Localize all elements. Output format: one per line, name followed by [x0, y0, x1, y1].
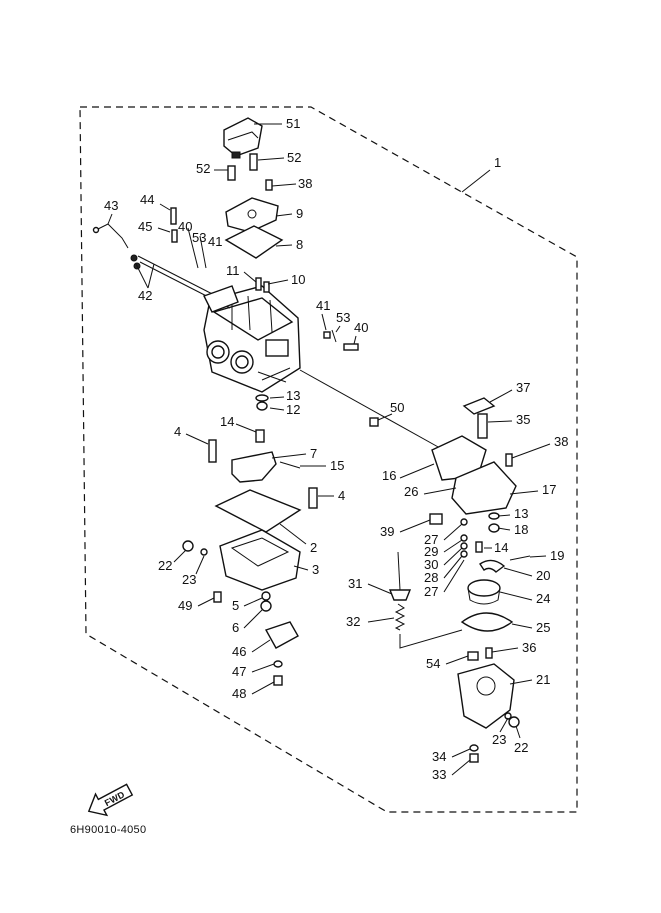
- callout: 51: [286, 116, 300, 131]
- pump-body: [451, 461, 517, 515]
- callout: 23: [182, 572, 196, 587]
- gasket: [224, 225, 284, 259]
- callout: 22: [158, 558, 172, 573]
- callout: 45: [138, 219, 152, 234]
- callout: 25: [536, 620, 550, 635]
- forward-direction-arrow: FWD: [87, 783, 134, 817]
- callout: 50: [390, 400, 404, 415]
- callout: 16: [382, 468, 396, 483]
- pump-cover: [457, 663, 515, 729]
- callout: 35: [516, 412, 530, 427]
- float: [231, 451, 277, 483]
- callout: 18: [514, 522, 528, 537]
- clip: [130, 254, 138, 262]
- callout: 29: [424, 544, 438, 559]
- callout: 53: [192, 230, 206, 245]
- callout: 44: [140, 192, 154, 207]
- pump-bracket: [462, 397, 496, 415]
- callout: 7: [310, 446, 317, 461]
- callout: 14: [494, 540, 508, 555]
- callout: 13: [286, 388, 300, 403]
- callout: 28: [424, 570, 438, 585]
- callout: 2: [310, 540, 317, 555]
- callout: 4: [338, 488, 345, 503]
- callout: 27: [424, 532, 438, 547]
- callout: 9: [296, 206, 303, 221]
- callout: 24: [536, 591, 550, 606]
- callout: 39: [380, 524, 394, 539]
- callout: 54: [426, 656, 440, 671]
- float-chamber-gasket: [214, 489, 302, 533]
- throttle-shaft: [137, 227, 239, 313]
- link-rod: [95, 223, 129, 249]
- callout: 22: [514, 740, 528, 755]
- callout: 15: [330, 458, 344, 473]
- callout: 1: [494, 155, 501, 170]
- callout: 13: [514, 506, 528, 521]
- callout: 37: [516, 380, 530, 395]
- callout: 49: [178, 598, 192, 613]
- callout: 17: [542, 482, 556, 497]
- callout: 30: [424, 557, 438, 572]
- callout: 52: [287, 150, 301, 165]
- callout: 23: [492, 732, 506, 747]
- callout: 52: [196, 161, 210, 176]
- callout: 8: [296, 237, 303, 252]
- callout: 40: [178, 219, 192, 234]
- spring: [394, 603, 406, 631]
- callout-labels: 51 52 52 38 9 8 10 11 1 43 44 45 40 53 4…: [104, 116, 568, 782]
- callout: 12: [286, 402, 300, 417]
- callout: 42: [138, 288, 152, 303]
- callout: 40: [354, 320, 368, 335]
- callout: 14: [220, 414, 234, 429]
- callout: 32: [346, 614, 360, 629]
- callout: 5: [232, 598, 239, 613]
- callout: 36: [522, 640, 536, 655]
- callout: 48: [232, 686, 246, 701]
- pin: [227, 165, 236, 181]
- diaphragm-cup: [467, 579, 501, 597]
- callout: 34: [432, 749, 446, 764]
- bracket: [264, 621, 299, 649]
- callout: 11: [226, 263, 240, 278]
- callout: 43: [104, 198, 118, 213]
- callout: 4: [174, 424, 181, 439]
- diaphragm: [460, 612, 514, 632]
- callout: 3: [312, 562, 319, 577]
- callout: 41: [316, 298, 330, 313]
- drawing-code: 6H90010-4050: [70, 824, 146, 836]
- callout: 21: [536, 672, 550, 687]
- callout: 38: [554, 434, 568, 449]
- callout: 47: [232, 664, 246, 679]
- callout: 33: [432, 767, 446, 782]
- callout: 10: [291, 272, 305, 287]
- carburetor-body: [203, 285, 301, 393]
- callout: 53: [336, 310, 350, 325]
- callout: 20: [536, 568, 550, 583]
- cover-plate: [225, 197, 279, 233]
- callout: 19: [550, 548, 564, 563]
- cover-cap: [223, 117, 263, 157]
- callout: 38: [298, 176, 312, 191]
- callout: 27: [424, 584, 438, 599]
- assembly-boundary: [79, 106, 578, 813]
- callout: 26: [404, 484, 418, 499]
- fwd-label: FWD: [103, 789, 127, 808]
- callout: 46: [232, 644, 246, 659]
- callout: 41: [208, 234, 222, 249]
- callout: 31: [348, 576, 362, 591]
- mounting-plate: [431, 435, 487, 481]
- callout: 6: [232, 620, 239, 635]
